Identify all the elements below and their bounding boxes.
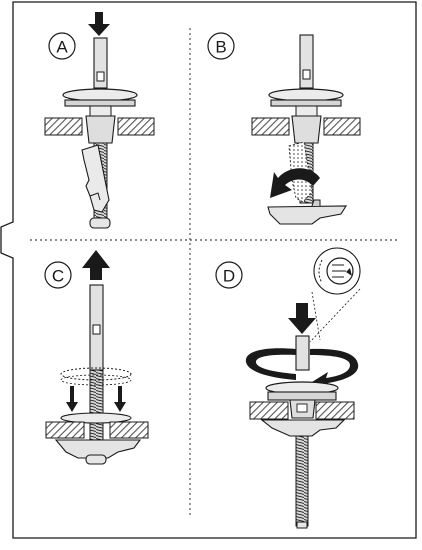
ceramic-right bbox=[109, 421, 149, 439]
arrow-down-icon bbox=[66, 386, 78, 412]
bolt-shaft bbox=[295, 335, 310, 371]
rod-tip bbox=[89, 217, 111, 229]
washer-lower bbox=[267, 391, 337, 401]
rod-tip bbox=[296, 521, 308, 529]
step-badge-a bbox=[48, 32, 76, 60]
step-badge-d bbox=[215, 261, 243, 289]
toggle-anchor-deployed bbox=[260, 419, 346, 437]
step-letter-b: B bbox=[215, 38, 226, 57]
rotation-arrow-icon bbox=[245, 348, 296, 380]
washer bbox=[62, 88, 138, 102]
collar bbox=[89, 105, 112, 117]
washer-lower bbox=[270, 99, 342, 107]
ceramic-left bbox=[44, 117, 83, 136]
bolt-slot bbox=[92, 324, 101, 335]
step-badge-b bbox=[207, 32, 235, 60]
washer bbox=[268, 88, 344, 102]
ceramic-left bbox=[45, 421, 85, 439]
panel-a: A bbox=[44, 12, 155, 229]
washer-ghost bbox=[60, 367, 132, 381]
arrow-down-icon bbox=[288, 303, 316, 334]
callout-leader bbox=[311, 291, 321, 341]
toggle-anchor-deployed bbox=[54, 439, 142, 459]
bolt-slot bbox=[96, 71, 105, 82]
panel-b: B bbox=[207, 32, 361, 225]
collar bbox=[295, 105, 318, 117]
arrow-down-icon bbox=[114, 386, 126, 412]
washer-lower bbox=[64, 99, 136, 107]
step-letter-c: C bbox=[52, 267, 64, 286]
ceramic-right bbox=[315, 401, 355, 420]
ceramic-left bbox=[251, 117, 290, 136]
threaded-rod bbox=[295, 435, 309, 527]
step-letter-d: D bbox=[223, 267, 235, 286]
bolt-shaft bbox=[299, 34, 314, 89]
threaded-rod bbox=[89, 369, 104, 441]
washer bbox=[60, 412, 132, 424]
toggle-anchor-deployed bbox=[267, 205, 348, 225]
step-letter-a: A bbox=[56, 38, 68, 57]
nut bbox=[85, 115, 116, 144]
step-badge-c bbox=[44, 261, 72, 289]
panel-d: D bbox=[215, 247, 361, 529]
rod-tip bbox=[85, 454, 107, 465]
toggle-anchor-folded bbox=[81, 144, 110, 213]
ceramic-right bbox=[323, 117, 361, 136]
ceramic-right bbox=[117, 117, 155, 136]
nut bbox=[291, 115, 322, 144]
ceramic-left bbox=[249, 401, 289, 420]
outer-frame bbox=[0, 1, 417, 539]
curved-arrow-icon bbox=[270, 168, 320, 198]
panel-c: C bbox=[44, 250, 149, 465]
arrow-down-icon bbox=[88, 12, 110, 36]
arrow-up-icon bbox=[82, 250, 110, 280]
bolt-slot bbox=[302, 69, 311, 80]
